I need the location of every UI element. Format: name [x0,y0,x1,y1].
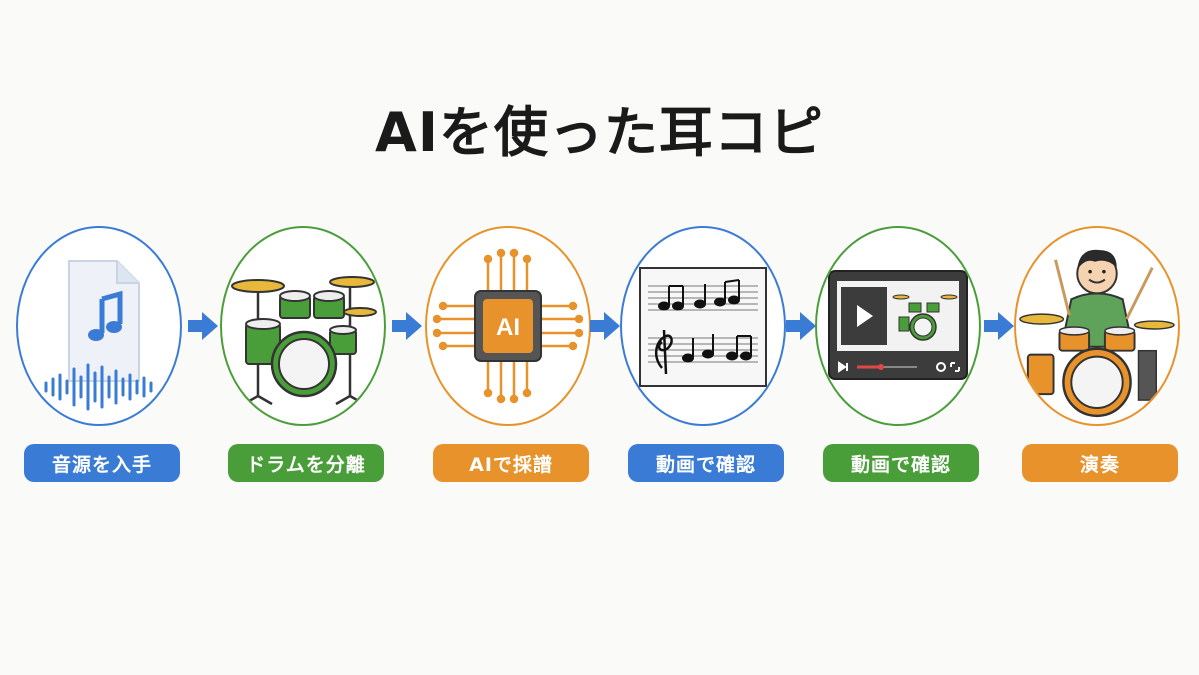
ai-chip-text: AI [496,314,520,341]
drum-kit-icon [231,276,377,406]
step-label: 動画で確認 [823,444,979,482]
step-circle [16,226,182,426]
arrow-right-icon [590,312,620,340]
step-circle [1014,226,1180,426]
step-circle: AI [425,226,591,426]
step-perform: 演奏 [1014,226,1184,482]
arrow-right-icon [786,312,816,340]
step-get-audio: 音源を入手 [16,226,186,482]
step-circle [815,226,981,426]
page-title: AIを使った耳コピ [375,101,824,164]
step-label: AIで採譜 [433,444,589,482]
step-separate-drums: ドラムを分離 [220,226,390,482]
arrow-right-icon [188,312,218,340]
sheet-music-icon [639,267,767,387]
step-check-sheet: 動画で確認 [620,226,790,482]
mini-drum-kit-icon [892,294,958,341]
step-ai-transcribe: AI AIで採譜 [425,226,595,482]
drummer-icon [1019,249,1175,418]
ai-chip-icon: AI [433,248,583,404]
arrow-right-icon [392,312,422,340]
step-label: 音源を入手 [24,444,180,482]
step-circle [220,226,386,426]
step-circle [620,226,786,426]
audio-file-icon [44,260,153,411]
step-label: 動画で確認 [628,444,784,482]
arrow-right-icon [984,312,1014,340]
step-check-video: 動画で確認 [815,226,985,482]
video-player-icon [828,270,968,380]
step-label: ドラムを分離 [228,444,384,482]
step-label: 演奏 [1022,444,1178,482]
